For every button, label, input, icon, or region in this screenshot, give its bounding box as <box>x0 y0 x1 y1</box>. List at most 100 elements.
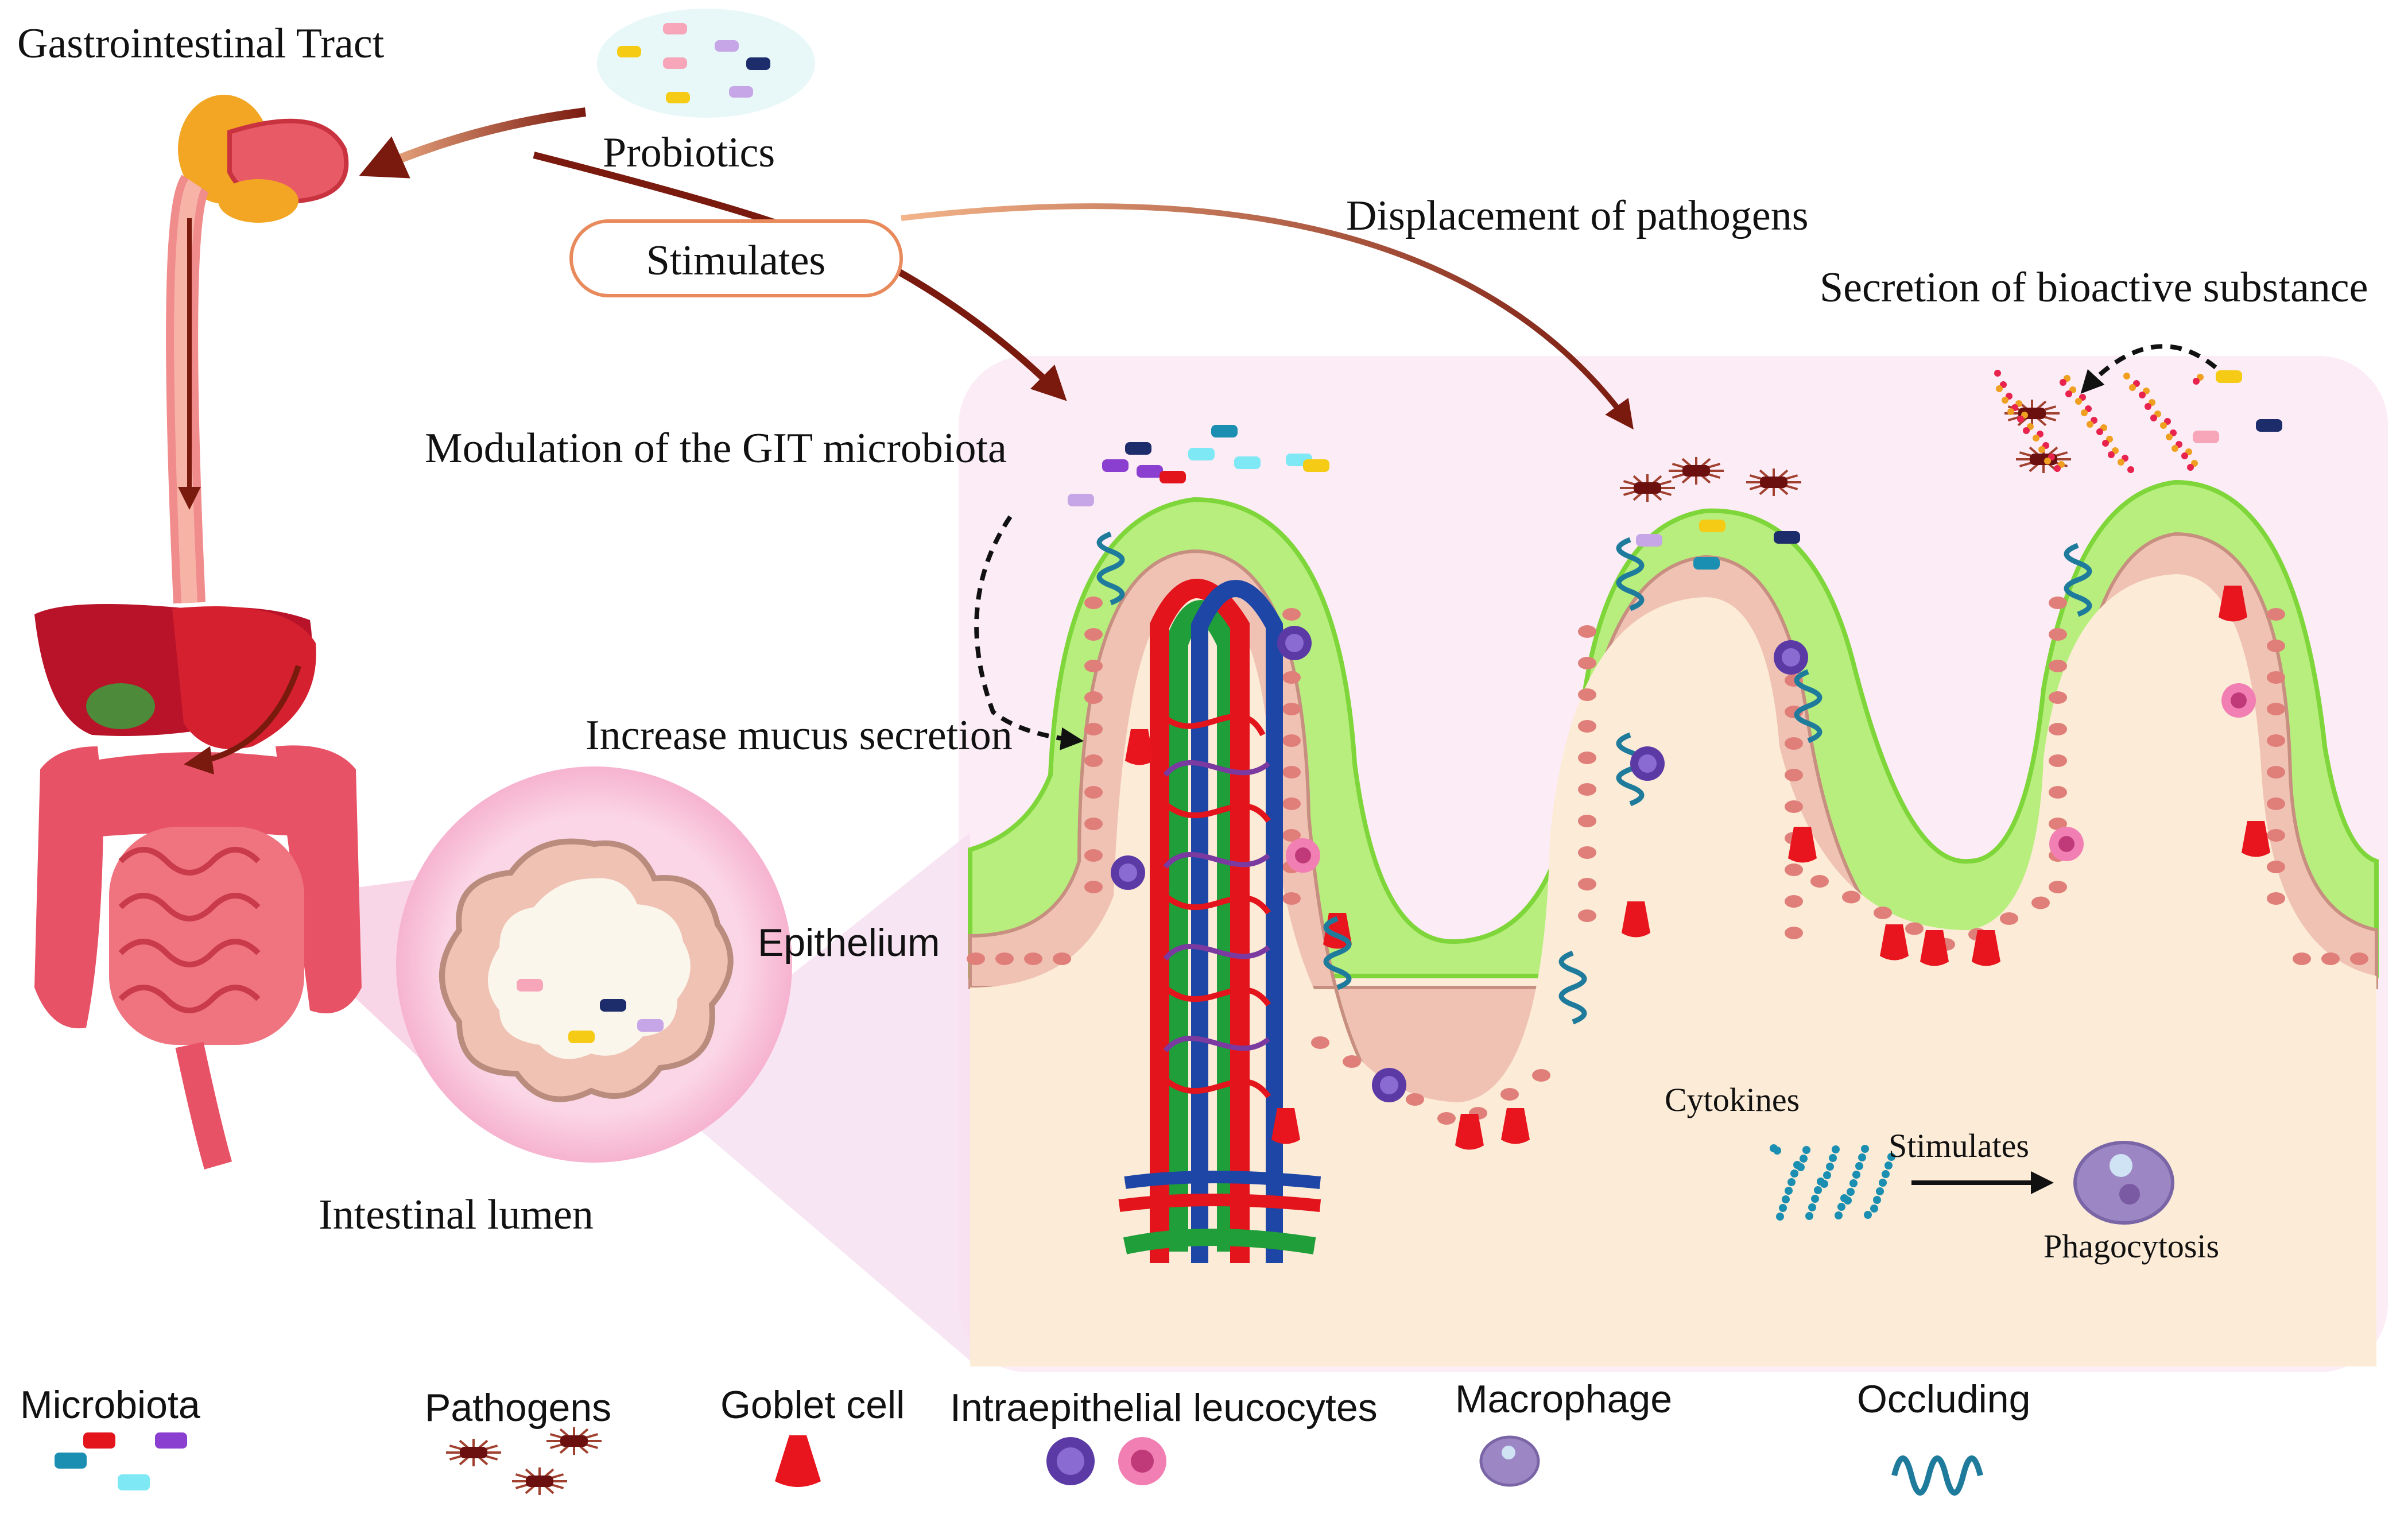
epithelial-cell <box>2267 608 2285 621</box>
bacterium <box>2193 431 2219 443</box>
cytokine-dot <box>1785 1187 1793 1195</box>
epithelial-cell <box>1578 878 1596 890</box>
bacterium <box>1102 459 1129 472</box>
bioactive-particle <box>2033 435 2039 442</box>
epithelial-cell <box>1785 895 1803 908</box>
arrow-stomach-to-intestine <box>184 665 301 775</box>
goblet-cell <box>1455 1114 1484 1150</box>
cytokine-dot <box>1887 1153 1895 1161</box>
pathogen-body <box>526 1476 553 1487</box>
label-lumen: Intestinal lumen <box>319 1191 594 1238</box>
epithelial-cell <box>1578 783 1596 796</box>
cytokine-dot <box>1870 1205 1878 1213</box>
occluding-junction <box>1616 732 1645 807</box>
cytokine-dot <box>1879 1179 1887 1187</box>
cytokine-dot <box>1826 1163 1834 1171</box>
label-gi-tract: Gastrointestinal Tract <box>17 20 385 67</box>
bioactive-particle <box>2060 379 2066 386</box>
bioactive-particle <box>2017 416 2024 423</box>
occluding-junction <box>1323 916 1352 990</box>
bioactive-particle <box>2123 373 2130 379</box>
pathogen-body <box>1634 482 1661 494</box>
epithelial-cell <box>1532 1069 1550 1082</box>
legend-pathogen <box>446 1439 501 1466</box>
epithelial-cell <box>2049 691 2067 704</box>
epithelial-cell <box>1810 875 1829 888</box>
iel-purple-nucleus <box>1285 634 1304 652</box>
cytokine-dot <box>1873 1196 1881 1204</box>
goblet-cell <box>1972 930 2000 966</box>
legend-microbiota-label: Microbiota <box>20 1383 200 1427</box>
epithelial-cell <box>2293 952 2311 965</box>
label-stimulates: Stimulates <box>646 237 825 284</box>
epithelial-cell <box>1343 1055 1361 1068</box>
callout-wedge-right <box>695 832 970 1361</box>
label-cytokines: Cytokines <box>1665 1081 1800 1118</box>
epithelial-cell <box>2049 597 2067 609</box>
goblet-cell <box>1880 924 1909 961</box>
bacterium <box>1211 425 1238 437</box>
epithelial-cell <box>1406 1093 1424 1106</box>
bioactive-particle <box>2096 428 2103 435</box>
cytokine-dot <box>1858 1153 1866 1161</box>
bacterium <box>1303 459 1329 472</box>
epithelial-cell <box>1785 769 1803 781</box>
epithelial-cell <box>2350 952 2368 965</box>
epithelial-cell <box>1578 657 1596 669</box>
legend-pathogen <box>546 1427 602 1455</box>
cytokine-dot <box>1855 1162 1863 1170</box>
legend-pathogen <box>512 1467 567 1495</box>
epithelial-cell <box>1084 881 1103 893</box>
cytokine-dot <box>1837 1203 1845 1211</box>
occluding-junction <box>2064 543 2092 617</box>
epithelial-cell <box>2049 881 2067 893</box>
pathogen <box>1620 474 1675 502</box>
epithelial-cell <box>1084 691 1103 704</box>
bioactive-particle <box>2081 409 2088 416</box>
epithelial-cell <box>2267 640 2285 652</box>
cytokine-dot <box>1852 1171 1860 1179</box>
label-probiotics: Probiotics <box>603 129 775 176</box>
macrophage-phagocyte <box>2073 1141 2174 1225</box>
bioactive-particle <box>2075 398 2082 405</box>
epithelial-cell <box>2049 660 2067 672</box>
bacterium <box>1160 471 1186 483</box>
cytokine-dot <box>1790 1170 1798 1178</box>
goblet-cell <box>2242 821 2270 857</box>
epithelial-cell <box>1785 800 1803 813</box>
epithelial-cell <box>2049 786 2067 799</box>
cytokine-dot <box>1847 1188 1855 1196</box>
legend-occluding-label: Occluding <box>1857 1377 2030 1421</box>
cytokine-dot <box>1829 1154 1837 1162</box>
epithelial-cell <box>2267 703 2285 715</box>
epithelial-cell <box>2049 628 2067 641</box>
label-phagocytosis: Phagocytosis <box>2043 1227 2219 1265</box>
label-modulation: Modulation of the GIT microbiota <box>425 425 1007 472</box>
epithelial-cell <box>1282 892 1301 905</box>
bioactive-particle <box>2193 378 2200 385</box>
epithelial-cell <box>995 952 1014 965</box>
epithelial-cell <box>1282 734 1301 747</box>
bioactive-particle <box>2150 415 2157 421</box>
epithelial-cell <box>1282 608 1301 621</box>
epithelial-cell <box>1024 952 1042 965</box>
epithelial-cell <box>1282 766 1301 779</box>
iel-purple-nucleus <box>1119 863 1137 882</box>
occluding-junction <box>1096 531 1125 606</box>
bioactive-particle <box>2139 392 2146 398</box>
goblet-cell <box>1920 930 1949 966</box>
epithelial-cell <box>1084 597 1103 609</box>
probiotics-bubble <box>597 9 815 118</box>
bacterium <box>1068 494 1094 506</box>
goblet-cell <box>1788 827 1817 863</box>
villus-core <box>970 574 2376 1366</box>
cytokine-dot <box>1864 1211 1872 1219</box>
arrow-secretion-dashed <box>2080 344 2217 394</box>
bioactive-particle <box>2160 422 2167 429</box>
occluding-junction <box>1558 950 1587 1025</box>
epithelial-cell <box>2267 829 2285 842</box>
cytokines-dots <box>1770 1144 1895 1221</box>
epithelial-cell <box>1282 829 1301 842</box>
bioactive-particle <box>2065 390 2072 397</box>
